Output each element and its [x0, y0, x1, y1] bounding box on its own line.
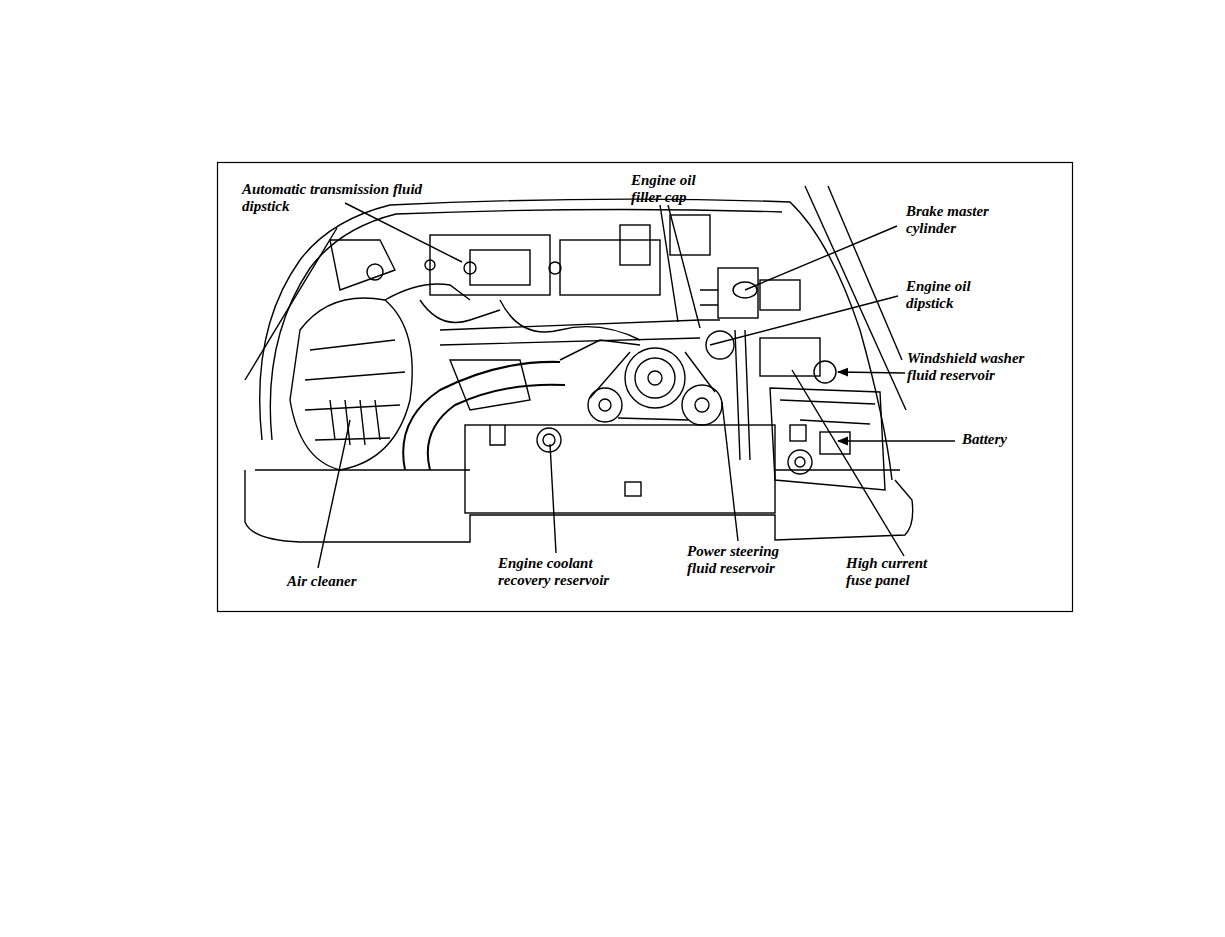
part-label: Engine oil filler cap	[631, 172, 721, 206]
part-label: High current fuse panel	[846, 555, 956, 589]
part-label: Battery	[962, 431, 1042, 448]
part-label: Brake master cylinder	[906, 203, 1016, 237]
part-label: Air cleaner	[287, 573, 407, 590]
part-label: Automatic transmission fluid dipstick	[242, 181, 427, 215]
part-label: Engine coolant recovery reservoir	[498, 555, 638, 589]
part-label: Engine oil dipstick	[906, 278, 996, 312]
part-label: Power steering fluid reservoir	[687, 543, 791, 577]
part-label: Windshield washer fluid reservoir	[907, 350, 1057, 384]
